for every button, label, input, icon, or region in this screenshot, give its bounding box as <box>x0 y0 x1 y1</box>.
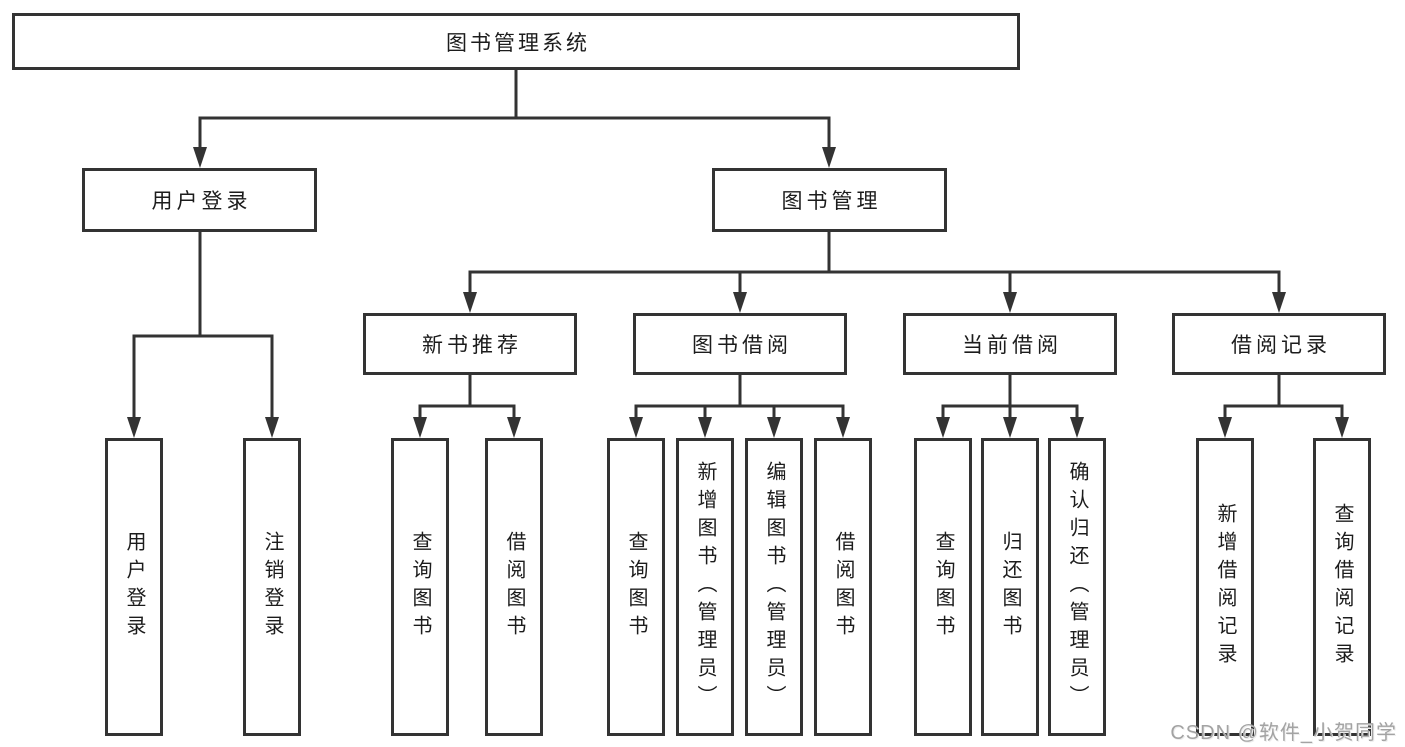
arrow-down-icon <box>265 417 279 438</box>
leaf-label: 查询借阅记录 <box>1331 503 1353 671</box>
connector-current-to-leaves <box>941 373 1079 422</box>
arrow-down-icon <box>507 417 521 438</box>
connector-root-to-level2 <box>198 68 831 152</box>
arrow-down-icon <box>1003 417 1017 438</box>
leaf-confirm-return-admin: 确认归还（管理员） <box>1048 438 1106 736</box>
arrow-down-icon <box>193 147 207 168</box>
leaf-query-borrow-record: 查询借阅记录 <box>1313 438 1371 736</box>
arrow-down-icon <box>936 417 950 438</box>
connector-borrow-to-leaves <box>634 373 845 422</box>
leaf-label: 查询图书 <box>625 531 647 643</box>
leaf-label: 注销登录 <box>261 531 283 643</box>
node-label: 图书管理系统 <box>446 31 590 55</box>
arrow-down-icon <box>1003 292 1017 313</box>
connector-user-login-to-leaves <box>132 230 274 422</box>
leaf-borrow-books: 借阅图书 <box>814 438 872 736</box>
arrow-down-icon <box>836 417 850 438</box>
node-label: 图书借阅 <box>692 334 792 357</box>
arrow-down-icon <box>1272 292 1286 313</box>
leaf-logout: 注销登录 <box>243 438 301 736</box>
leaf-label: 用户登录 <box>123 531 145 643</box>
connector-records-to-leaves <box>1223 373 1344 422</box>
leaf-borrow-books-recommend: 借阅图书 <box>485 438 543 736</box>
arrow-down-icon <box>629 417 643 438</box>
arrowheads <box>127 147 1349 438</box>
arrow-down-icon <box>1335 417 1349 438</box>
node-current-borrow: 当前借阅 <box>903 313 1117 375</box>
watermark: CSDN @软件_小贺同学 <box>1170 722 1397 744</box>
arrow-down-icon <box>127 417 141 438</box>
arrow-down-icon <box>733 292 747 313</box>
leaf-return-book: 归还图书 <box>981 438 1039 736</box>
leaf-label: 编辑图书（管理员） <box>763 461 785 713</box>
leaf-label: 借阅图书 <box>832 531 854 643</box>
leaf-query-books-borrow: 查询图书 <box>607 438 665 736</box>
node-label: 借阅记录 <box>1231 334 1331 357</box>
leaf-label: 归还图书 <box>999 531 1021 643</box>
leaf-edit-book-admin: 编辑图书（管理员） <box>745 438 803 736</box>
arrow-down-icon <box>698 417 712 438</box>
node-label: 图书管理 <box>781 190 882 213</box>
arrow-down-icon <box>822 147 836 168</box>
leaf-label: 新增借阅记录 <box>1214 503 1236 671</box>
node-user-login: 用户登录 <box>82 168 317 232</box>
arrow-down-icon <box>413 417 427 438</box>
node-label: 新书推荐 <box>422 334 522 357</box>
node-new-book-recommend: 新书推荐 <box>363 313 577 375</box>
node-label: 用户登录 <box>151 190 252 213</box>
connector-recommend-to-leaves <box>418 373 516 422</box>
arrow-down-icon <box>1070 417 1084 438</box>
leaf-label: 新增图书（管理员） <box>694 461 716 713</box>
connector-book-management-to-level3 <box>468 230 1281 298</box>
arrow-down-icon <box>1218 417 1232 438</box>
leaf-label: 借阅图书 <box>503 531 525 643</box>
node-borrow-records: 借阅记录 <box>1172 313 1386 375</box>
leaf-add-borrow-record: 新增借阅记录 <box>1196 438 1254 736</box>
arrow-down-icon <box>463 292 477 313</box>
node-book-management: 图书管理 <box>712 168 947 232</box>
node-book-borrow: 图书借阅 <box>633 313 847 375</box>
arrow-down-icon <box>767 417 781 438</box>
leaf-label: 查询图书 <box>409 531 431 643</box>
leaf-label: 确认归还（管理员） <box>1066 461 1088 713</box>
leaf-label: 查询图书 <box>932 531 954 643</box>
leaf-add-book-admin: 新增图书（管理员） <box>676 438 734 736</box>
leaf-query-books-recommend: 查询图书 <box>391 438 449 736</box>
leaf-user-login: 用户登录 <box>105 438 163 736</box>
leaf-query-books-current: 查询图书 <box>914 438 972 736</box>
node-library-system: 图书管理系统 <box>12 13 1020 70</box>
node-label: 当前借阅 <box>962 334 1062 357</box>
